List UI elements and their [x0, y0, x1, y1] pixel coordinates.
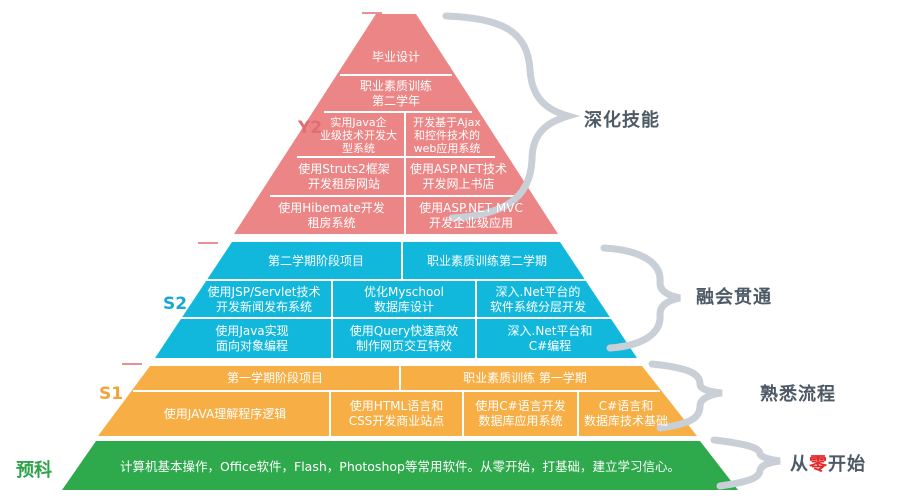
- y2-cell-professional-training-year2: 职业素质训练 第二学年: [359, 79, 432, 108]
- y2-cell-java-enterprise: 实用Java企 业级技术开发大 型系统: [320, 115, 397, 155]
- s2-cell-professional-training: 职业素质训练第二学期: [426, 254, 547, 268]
- s2-cell-jquery: 使用Query快速高效 制作网页交互特效: [349, 323, 459, 353]
- y2-cell-ajax-web: 开发基于Ajax 和控件技术的 web应用系统: [413, 115, 481, 155]
- s2-cell-dotnet-csharp: 深入.Net平台和 C#编程: [507, 323, 593, 353]
- tier-dividers: [133, 74, 660, 436]
- side-label-y2: 深化技能: [584, 110, 660, 131]
- s1-cell-html-css: 使用HTML语言和 CSS开发商业站点: [348, 399, 445, 428]
- side-label-yuke-prefix: 从: [790, 454, 809, 475]
- s1-cell-csharp-db-basics: C#语言和 数据库技术基础: [583, 399, 668, 428]
- s1-cell-java-logic: 使用JAVA理解程序逻辑: [163, 406, 287, 421]
- brace-y2: [442, 12, 581, 222]
- side-braces: [442, 12, 781, 490]
- y2-cell-struts2: 使用Struts2框架 开发租房网站: [298, 162, 390, 191]
- tier-yuke: [62, 441, 738, 490]
- side-label-yuke-accent: 零: [809, 454, 828, 475]
- s1-cell-stage-project: 第一学期阶段项目: [226, 371, 323, 385]
- brace-s1: [648, 360, 723, 432]
- s1-cell-professional-training: 职业素质训练 第一学期: [463, 371, 587, 385]
- stage-label-y2: Y2: [298, 118, 323, 138]
- tier-s1: [98, 366, 697, 436]
- stage-label-s1: S1: [99, 384, 124, 404]
- stage-ticks: [122, 12, 382, 365]
- stage-label-yuke: 预科: [16, 460, 52, 481]
- y2-cell-aspnet-bookstore: 使用ASP.NET技术 开发网上书店: [410, 162, 507, 191]
- s2-cell-dotnet-layered: 深入.Net平台的 软件系统分层开发: [489, 284, 586, 314]
- s2-cell-stage-project: 第二学期阶段项目: [267, 254, 364, 268]
- brace-yuke: [710, 436, 781, 490]
- tier-s2: [155, 242, 637, 358]
- s1-cell-csharp-db-app: 使用C#语言开发 数据库应用系统: [475, 399, 566, 428]
- tier-y2: [234, 14, 558, 234]
- side-label-yuke-suffix: 开始: [828, 454, 866, 475]
- s2-cell-jsp-servlet: 使用JSP/Servlet技术 开发新闻发布系统: [207, 284, 321, 314]
- brace-s2: [600, 244, 681, 352]
- yuke-cell-basics: 计算机基本操作，Office软件，Flash，Photoshop等常用软件。从零…: [120, 458, 680, 474]
- side-label-s1: 熟悉流程: [760, 384, 836, 405]
- s2-cell-java-oop: 使用Java实现 面向对象编程: [215, 323, 289, 353]
- s2-cell-myschool: 优化Myschool 数据库设计: [364, 284, 444, 314]
- y2-cell-graduation-project: 毕业设计: [371, 50, 420, 64]
- side-label-yuke: 从零开始: [790, 450, 866, 476]
- side-label-s2: 融会贯通: [696, 287, 772, 308]
- stage-label-s2: S2: [163, 294, 188, 314]
- y2-cell-aspnet-mvc: 使用ASP.NET MVC 开发企业级应用: [419, 200, 523, 230]
- y2-cell-hibernate: 使用Hibemate开发 租房系统: [278, 200, 385, 230]
